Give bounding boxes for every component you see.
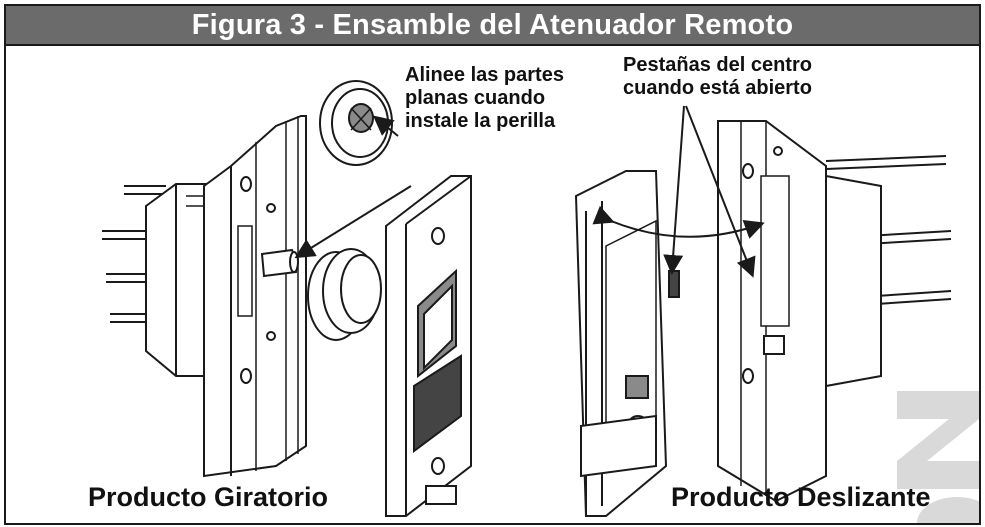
center-tabs-line-1: Pestañas del centro: [623, 54, 812, 76]
align-flats-arrow: [294, 185, 412, 259]
figure-header: Figura 3 - Ensamble del Atenuador Remoto: [6, 6, 979, 46]
slide-wallplate: [574, 170, 680, 517]
center-tabs-leader-right: [685, 105, 756, 278]
caption-slide: Producto Deslizante: [671, 482, 931, 512]
assembly-illustration: [102, 80, 952, 517]
caption-rotary: Producto Giratorio: [88, 482, 329, 512]
center-tabs-line-2: cuando está abierto: [623, 77, 812, 99]
rotary-dimmer-body: [102, 115, 307, 478]
rotary-knob-back: [319, 80, 393, 166]
align-flats-callout: Alinee las partes planas cuando instale …: [405, 64, 564, 133]
align-flats-line-1: Alinee las partes: [405, 64, 564, 86]
figure-frame: Figura 3 - Ensamble del Atenuador Remoto: [4, 4, 981, 525]
rotary-knob-front: [307, 248, 382, 341]
center-tabs-callout: Pestañas del centro cuando está abierto: [623, 54, 812, 100]
open-swing-arrow: [592, 205, 765, 239]
align-flats-line-2: planas cuando: [405, 87, 546, 109]
align-flats-leader: [372, 115, 399, 137]
figure-title: Figura 3 - Ensamble del Atenuador Remoto: [191, 8, 794, 41]
corner-watermark-mark: [897, 391, 979, 523]
rotary-wallplate: [385, 175, 472, 517]
center-tabs-leader-left: [663, 105, 685, 275]
align-flats-line-3: instale la perilla: [405, 110, 556, 132]
